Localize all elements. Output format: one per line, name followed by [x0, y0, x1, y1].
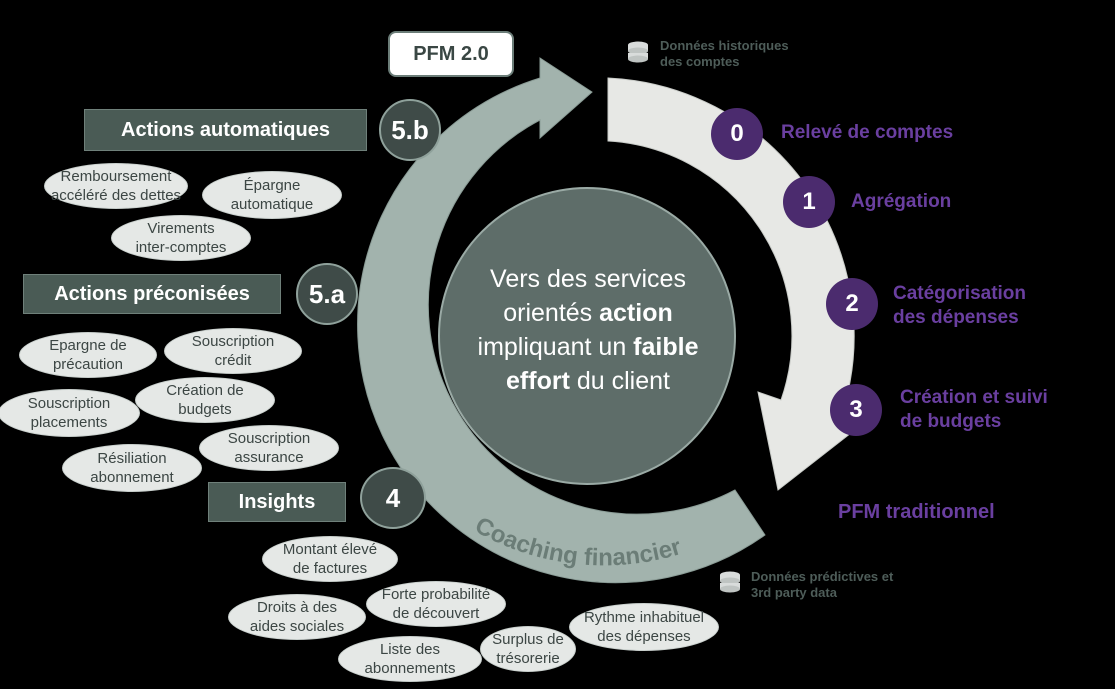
step-5b-circle: 5.b	[379, 99, 441, 161]
step-3-label: Création et suivi de budgets	[900, 387, 1048, 432]
step-1-label: Agrégation	[851, 191, 952, 212]
step-5a-circle: 5.a	[296, 263, 358, 325]
center-line-3: impliquant un	[477, 333, 634, 361]
section-insights: Insights	[208, 482, 346, 522]
step-0-circle: 0	[711, 108, 763, 160]
step-1-circle: 1	[783, 176, 835, 228]
step-4-circle: 4	[360, 467, 426, 529]
step-3-circle: 3	[830, 384, 882, 436]
pfm-title-box: PFM 2.0	[388, 31, 514, 77]
center-line-4: du client	[569, 367, 670, 395]
bubble-epargne-auto: Épargne automatique	[202, 171, 342, 219]
center-highlight-action: action	[599, 299, 673, 327]
step-2-circle: 2	[826, 278, 878, 330]
bubble-probabilite-decouvert: Forte probabilité de découvert	[366, 581, 506, 627]
bubble-epargne-precaution: Epargne de précaution	[19, 332, 157, 378]
section-auto-actions: Actions automatiques	[84, 109, 367, 151]
section-recommended-actions: Actions préconisées	[23, 274, 281, 314]
bubble-aides-sociales: Droits à des aides sociales	[228, 594, 366, 640]
bubble-remboursement: Remboursement accéléré des dettes	[44, 163, 188, 209]
pfm-traditional-label: PFM traditionnel	[838, 501, 995, 523]
bubble-souscription-placements: Souscription placements	[0, 389, 140, 437]
center-highlight-effort: effort	[506, 367, 570, 395]
center-circle	[438, 187, 736, 485]
bubble-virements: Virements inter-comptes	[111, 215, 251, 261]
center-text: Vers des services orientés action impliq…	[440, 262, 736, 398]
bubble-montant-factures: Montant élevé de factures	[262, 536, 398, 582]
bubble-liste-abonnements: Liste des abonnements	[338, 636, 482, 682]
center-line-2: orientés	[503, 299, 600, 327]
bubble-souscription-credit: Souscription crédit	[164, 328, 302, 374]
center-line-1: Vers des services	[490, 265, 686, 293]
bubble-souscription-assurance: Souscription assurance	[199, 425, 339, 471]
historical-data-label: Données historiques des comptes	[660, 38, 789, 69]
database-icon	[628, 41, 648, 63]
database-icon	[720, 571, 740, 593]
step-2-label: Catégorisation des dépenses	[893, 283, 1027, 328]
bubble-rythme-depenses: Rythme inhabituel des dépenses	[569, 603, 719, 651]
bubble-surplus-tresorerie: Surplus de trésorerie	[480, 626, 576, 672]
center-highlight-faible: faible	[633, 333, 699, 361]
bubble-creation-budgets: Création de budgets	[135, 377, 275, 423]
bubble-resiliation-abonnement: Résiliation abonnement	[62, 444, 202, 492]
coaching-arc	[357, 57, 766, 584]
step-0-label: Relevé de comptes	[781, 122, 954, 143]
predictive-data-label: Données prédictives et 3rd party data	[751, 569, 894, 600]
